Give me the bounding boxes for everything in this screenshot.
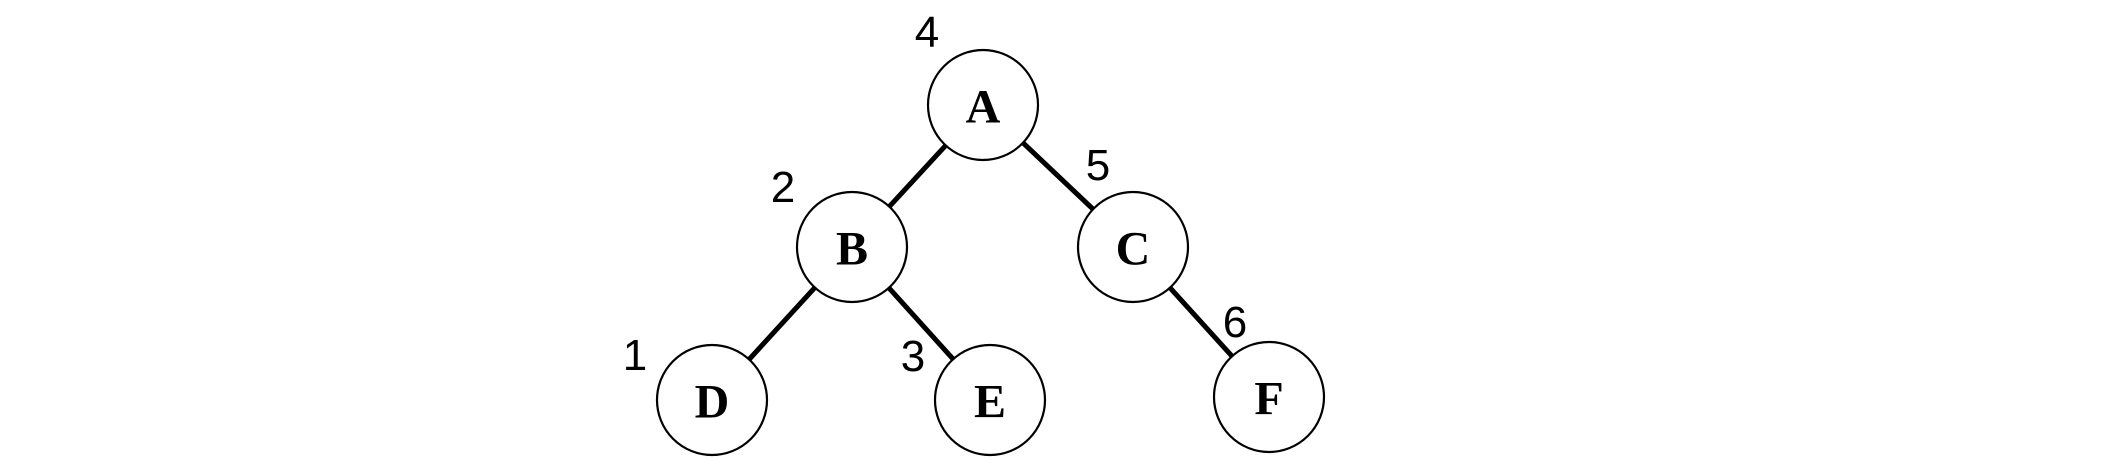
order-labels-layer: 4 2 5 1 3 6 — [623, 8, 1247, 381]
node-circle-F — [1212, 340, 1326, 454]
node-circle-C — [1076, 190, 1190, 304]
node-label-E: E — [974, 375, 1006, 428]
tree-node-F: F — [1212, 340, 1326, 454]
tree-node-D: D — [655, 343, 769, 457]
order-number-E: 3 — [901, 332, 925, 381]
node-circle-E — [933, 343, 1047, 457]
tree-node-B: B — [795, 190, 909, 304]
tree-node-A: A — [926, 48, 1040, 162]
tree-node-E: E — [933, 343, 1047, 457]
node-label-F: F — [1254, 372, 1283, 425]
tree-node-C: C — [1076, 190, 1190, 304]
order-number-A: 4 — [915, 8, 939, 57]
nodes-layer: A B C D E F — [655, 48, 1326, 457]
node-label-B: B — [836, 222, 868, 275]
order-number-B: 2 — [771, 163, 795, 212]
node-circle-A — [926, 48, 1040, 162]
node-circle-B — [795, 190, 909, 304]
node-label-D: D — [695, 375, 730, 428]
node-label-C: C — [1116, 222, 1151, 275]
order-number-C: 5 — [1086, 141, 1110, 190]
node-label-A: A — [966, 80, 1001, 133]
node-circle-D — [655, 343, 769, 457]
order-number-D: 1 — [623, 331, 647, 380]
order-number-F: 6 — [1223, 298, 1247, 347]
